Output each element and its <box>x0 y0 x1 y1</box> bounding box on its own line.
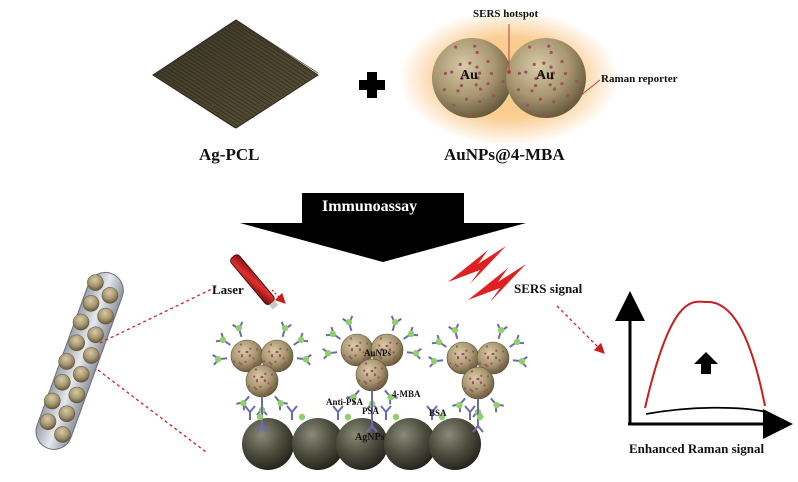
silver-nanoparticle <box>336 418 388 470</box>
gold-nanoparticle-left <box>432 38 512 118</box>
label-bsa: BSA <box>429 408 447 418</box>
gold-nanoparticle <box>245 364 279 398</box>
enhanced-signal-curve <box>644 300 766 409</box>
gold-nanoparticle <box>461 366 495 400</box>
gold-nanoparticle <box>370 333 404 367</box>
bsa-dot <box>392 413 400 421</box>
baseline-signal-curve <box>645 406 767 415</box>
label-aunps-4mba: AuNPs@4-MBA <box>444 145 565 164</box>
zoom-line-top <box>99 285 219 344</box>
label-enhanced-raman: Enhanced Raman signal <box>629 441 765 456</box>
aunp-cluster <box>212 321 312 433</box>
bsa-dot <box>344 413 352 421</box>
signal-arrow <box>556 305 605 354</box>
immunoassay-arrow <box>240 193 526 262</box>
plus-icon <box>359 72 385 98</box>
aunp-cluster <box>322 315 422 433</box>
zoom-line-bottom <box>97 369 207 453</box>
label-au-left: Au <box>460 68 478 83</box>
label-4-mba: 4-MBA <box>392 389 421 399</box>
label-psa: PSA <box>362 406 380 416</box>
silver-nanoparticle <box>429 418 481 470</box>
fiber-tube <box>35 271 124 450</box>
gold-nanoparticle-right <box>506 38 586 118</box>
label-aunps: AuNPs <box>364 348 392 358</box>
label-ag-pcl: Ag-PCL <box>199 145 260 164</box>
label-sers-hotspot: SERS hotspot <box>473 8 539 20</box>
sers-signal-bolts <box>448 246 526 302</box>
laser-beam-arrow <box>271 289 286 304</box>
bsa-dot <box>298 413 306 421</box>
label-au-right: Au <box>536 68 554 83</box>
gold-nanoparticle <box>260 339 294 373</box>
label-sers-signal: SERS signal <box>514 281 583 296</box>
reporter-pointer <box>579 79 601 97</box>
label-laser: Laser <box>212 282 244 297</box>
raman-plot <box>615 291 793 439</box>
ag-pcl-mat <box>152 19 319 129</box>
up-arrow-icon <box>694 352 718 374</box>
bsa-dot <box>438 413 446 421</box>
aunp-cluster <box>428 323 528 433</box>
label-immunoassay: Immunoassay <box>322 198 418 215</box>
gold-nanoparticle <box>476 341 510 375</box>
sandwich-assay <box>212 315 528 470</box>
gold-nanoparticle <box>355 358 389 392</box>
label-raman-reporter: Raman reporter <box>601 73 678 85</box>
silver-nanoparticle <box>242 418 294 470</box>
label-anti-psa: Anti-PSA <box>326 397 364 407</box>
silver-nanoparticle <box>384 418 436 470</box>
bsa-dot <box>476 413 484 421</box>
aunp-dimer <box>399 10 619 146</box>
label-agnps: AgNPs <box>355 432 385 443</box>
silver-nanoparticle <box>292 418 344 470</box>
bsa-dot <box>256 413 264 421</box>
